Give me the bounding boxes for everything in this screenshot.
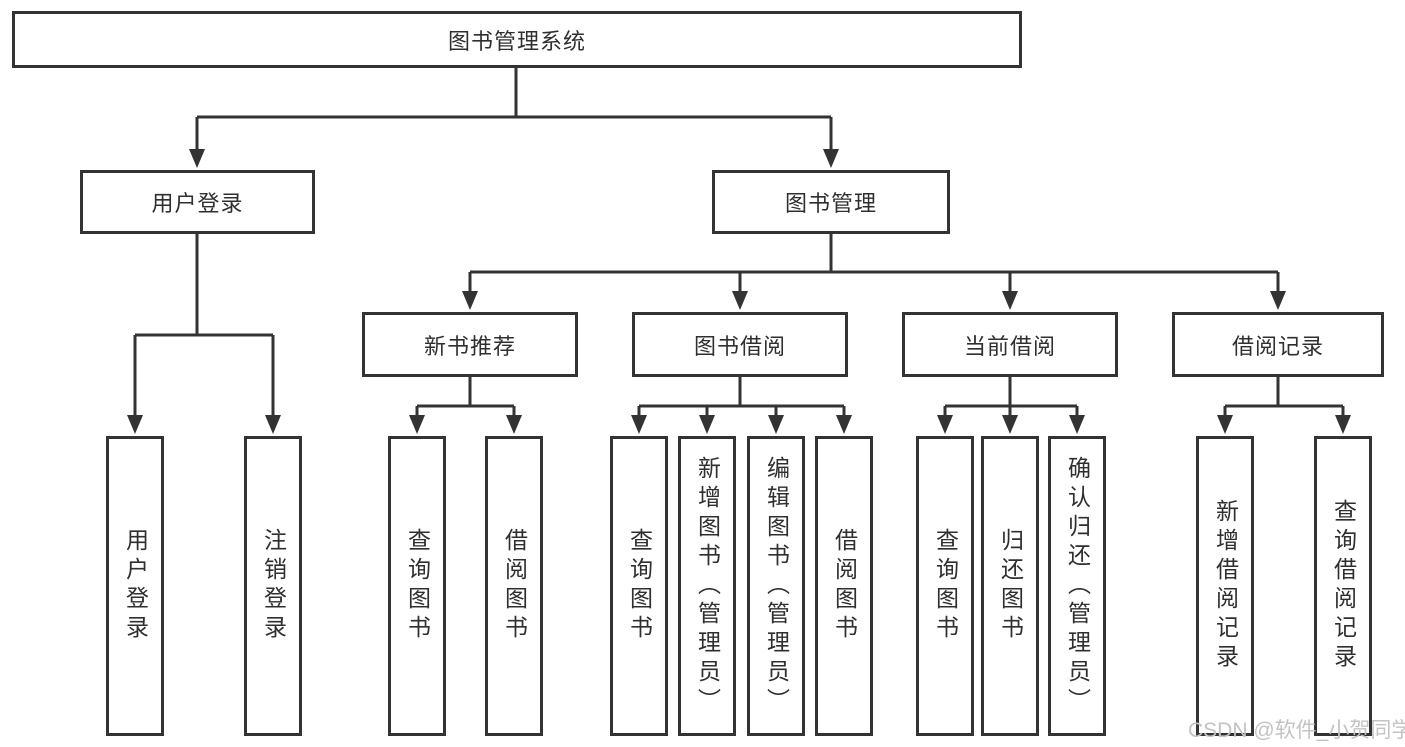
- connector-user-login-branch: [135, 234, 273, 337]
- leaf-query-books-borrowing: 查询图书: [610, 436, 668, 736]
- leaf-add-borrow-record-label: 新增借阅记录: [1212, 499, 1239, 673]
- leaf-logout-label: 注销登录: [260, 528, 287, 644]
- arrowhead: [631, 415, 647, 434]
- leaf-add-borrow-record: 新增借阅记录: [1196, 436, 1254, 736]
- connector-book-mgmt-drops: [468, 272, 1280, 294]
- node-library-system-label: 图书管理系统: [447, 28, 586, 54]
- leaf-user-login-label: 用户登录: [122, 528, 149, 644]
- leaf-user-login: 用户登录: [106, 436, 164, 736]
- leaf-query-books-recommend-label: 查询图书: [404, 528, 431, 644]
- leaf-edit-books-admin-label: 编辑图书（管理员）: [763, 455, 790, 717]
- arrowhead: [732, 291, 748, 310]
- arrowhead: [823, 149, 839, 168]
- node-book-borrowing-label: 图书借阅: [693, 333, 786, 359]
- leaf-query-books-current-label: 查询图书: [932, 528, 959, 644]
- arrowhead: [127, 415, 143, 434]
- node-book-borrowing: 图书借阅: [632, 312, 848, 377]
- arrowhead: [836, 415, 852, 434]
- arrowhead: [937, 415, 953, 434]
- arrowhead: [189, 149, 205, 168]
- leaf-confirm-return-admin: 确认归还（管理员）: [1048, 436, 1106, 736]
- arrowhead: [506, 415, 522, 434]
- node-new-book-recommend: 新书推荐: [362, 312, 578, 377]
- leaf-query-borrow-record: 查询借阅记录: [1314, 436, 1372, 736]
- leaf-add-books-admin-label: 新增图书（管理员）: [694, 455, 721, 717]
- connector-book-borrow-drops: [637, 406, 846, 418]
- node-new-book-recommend-label: 新书推荐: [423, 333, 516, 359]
- leaf-edit-books-admin: 编辑图书（管理员）: [747, 436, 805, 736]
- node-current-borrowing: 当前借阅: [902, 312, 1118, 377]
- leaf-query-books-borrowing-label: 查询图书: [626, 528, 653, 644]
- connector-records-branch: [1225, 377, 1343, 408]
- leaf-query-books-recommend: 查询图书: [388, 436, 446, 736]
- arrowhead: [1002, 291, 1018, 310]
- leaf-logout: 注销登录: [244, 436, 302, 736]
- node-library-system: 图书管理系统: [12, 11, 1022, 68]
- arrowhead: [409, 415, 425, 434]
- leaf-confirm-return-admin-label: 确认归还（管理员）: [1064, 455, 1091, 717]
- arrowhead: [1270, 291, 1286, 310]
- connector-root-drops: [195, 117, 833, 152]
- arrowhead: [1069, 415, 1085, 434]
- arrowhead: [462, 291, 478, 310]
- connector-user-login-drops: [133, 335, 275, 418]
- leaf-borrow-books-borrowing: 借阅图书: [815, 436, 873, 736]
- leaf-borrow-books-recommend: 借阅图书: [485, 436, 543, 736]
- connector-current-borrow-branch: [945, 377, 1077, 408]
- connector-new-book-drops: [415, 406, 516, 418]
- leaf-add-books-admin: 新增图书（管理员）: [678, 436, 736, 736]
- node-book-management-label: 图书管理: [784, 191, 877, 216]
- arrowhead: [1217, 415, 1233, 434]
- arrowhead: [768, 415, 784, 434]
- arrowhead: [1335, 415, 1351, 434]
- leaf-borrow-books-borrowing-label: 借阅图书: [831, 528, 858, 644]
- leaf-query-books-current: 查询图书: [916, 436, 974, 736]
- node-borrowing-records: 借阅记录: [1172, 312, 1384, 377]
- arrowhead: [699, 415, 715, 434]
- node-user-login-label: 用户登录: [151, 191, 244, 216]
- connector-book-mgmt-branch: [470, 234, 1278, 274]
- leaf-borrow-books-recommend-label: 借阅图书: [501, 528, 528, 644]
- leaf-return-books-label: 归还图书: [997, 528, 1024, 644]
- arrowhead: [265, 415, 281, 434]
- node-current-borrowing-label: 当前借阅: [963, 333, 1056, 359]
- watermark: CSDN @软件_小贺同学: [1188, 719, 1405, 742]
- connector-records-drops: [1223, 406, 1345, 418]
- connector-book-borrow-branch: [639, 377, 844, 408]
- leaf-query-borrow-record-label: 查询借阅记录: [1330, 499, 1357, 673]
- connector-root-branch: [197, 68, 831, 119]
- connector-new-book-branch: [417, 377, 514, 408]
- arrowhead: [1002, 415, 1018, 434]
- node-borrowing-records-label: 借阅记录: [1231, 333, 1324, 359]
- leaf-return-books: 归还图书: [981, 436, 1039, 736]
- node-user-login: 用户登录: [80, 170, 315, 234]
- node-book-management: 图书管理: [712, 170, 950, 234]
